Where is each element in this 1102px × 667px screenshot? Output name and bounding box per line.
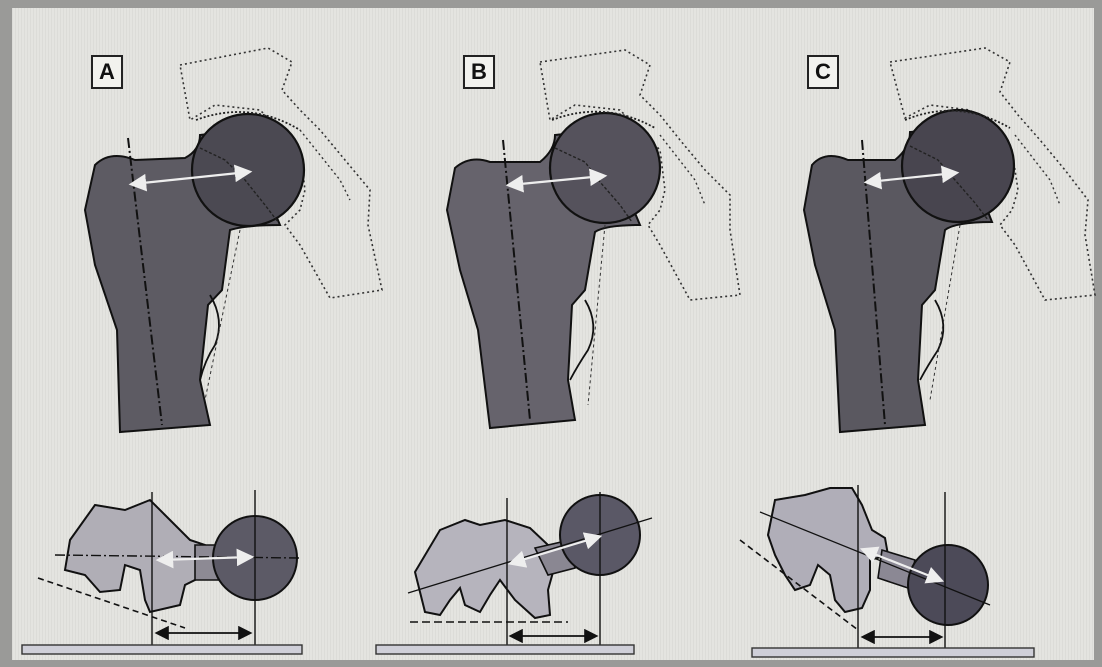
panel-a-baseline (22, 645, 302, 654)
panel-a-femoral-head (192, 114, 304, 226)
panel-b-femur (447, 50, 740, 428)
panel-c-trochanter-section (768, 488, 888, 612)
panel-c-section-head (908, 545, 988, 625)
panel-c-femur (804, 48, 1095, 432)
panel-b-baseline (376, 645, 634, 654)
panel-c-baseline (752, 648, 1034, 657)
panel-label-a: A (91, 55, 123, 89)
panel-b-femoral-head (550, 113, 660, 223)
panel-c-femoral-head (902, 110, 1014, 222)
panel-a-cross-section (22, 490, 302, 654)
panel-label-b: B (463, 55, 495, 89)
panel-b-cross-section (376, 492, 652, 654)
panel-c-cross-section (740, 485, 1034, 657)
panel-label-c: C (807, 55, 839, 89)
panel-a-femur (85, 48, 382, 432)
